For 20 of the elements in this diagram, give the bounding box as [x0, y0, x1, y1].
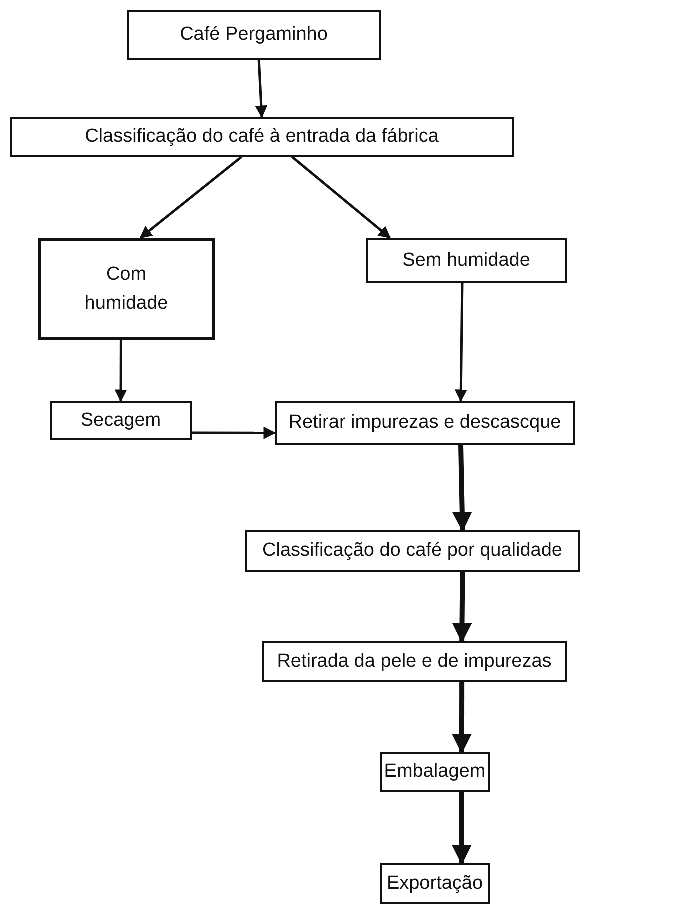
process-box: Exportação — [380, 863, 490, 904]
process-box: Sem humidade — [366, 238, 567, 283]
process-box: Classificação do café por qualidade — [245, 530, 580, 572]
arrow — [452, 682, 472, 754]
process-box: Retirada da pele e de impurezas — [262, 641, 567, 682]
process-box: Secagem — [50, 401, 192, 440]
process-box: Com humidade — [38, 238, 215, 340]
arrow — [255, 60, 268, 118]
arrow — [452, 444, 472, 532]
process-box: Retirar impurezas e descascque — [275, 401, 575, 445]
arrow — [140, 156, 243, 239]
arrow — [454, 282, 468, 402]
arrow — [452, 792, 472, 865]
process-box: Embalagem — [380, 752, 490, 792]
arrow — [291, 156, 392, 239]
arrow — [452, 572, 472, 643]
process-box: Café Pergaminho — [127, 10, 381, 60]
process-box: Classificação do café à entrada da fábrica — [10, 117, 514, 157]
arrow — [192, 426, 276, 440]
arrow — [114, 340, 128, 402]
